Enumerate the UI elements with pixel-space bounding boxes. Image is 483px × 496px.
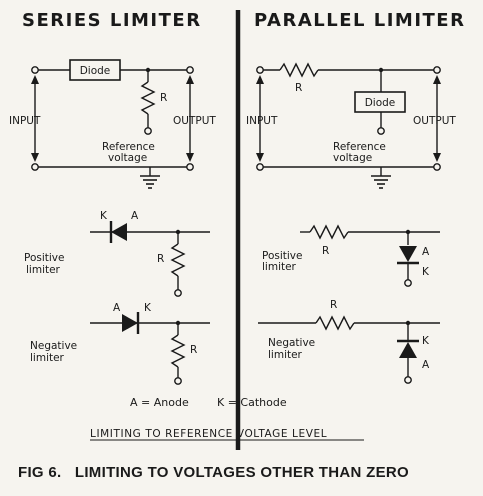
legend-cathode: K = Cathode	[217, 396, 287, 409]
series-input-top-terminal	[31, 66, 39, 74]
parallel-ground-icon	[371, 167, 391, 189]
parallel-input-top-terminal	[256, 66, 264, 74]
series-positive-k-label: K	[100, 210, 108, 222]
series-limiter-title: SERIES LIMITER	[22, 10, 202, 31]
parallel-negative-diode-icon	[399, 342, 417, 358]
series-ground-icon	[140, 167, 160, 189]
series-ref-label-line2: voltage	[108, 152, 147, 164]
series-positive-label-line2: limiter	[26, 264, 61, 276]
series-positive-label-line1: Positive	[24, 252, 64, 264]
parallel-ref-label-line1: Reference	[333, 141, 386, 153]
series-diode-label: Diode	[80, 65, 111, 77]
parallel-negative-r-label: R	[330, 299, 337, 311]
parallel-positive-limiter: R A K Positive limiter	[262, 224, 440, 287]
parallel-resistor	[279, 62, 319, 78]
legend-anode: A = Anode	[130, 396, 189, 409]
series-resistor-label: R	[160, 92, 167, 104]
series-resistor	[140, 81, 156, 115]
parallel-negative-k-label: K	[422, 335, 430, 347]
parallel-input-label: INPUT	[246, 115, 278, 127]
parallel-output-top-terminal	[433, 66, 441, 74]
series-negative-a-label: A	[113, 302, 121, 314]
series-main-circuit: Diode R INPUT OUTPUT Reference voltage	[9, 59, 216, 189]
parallel-input-bottom-terminal	[256, 163, 264, 171]
series-positive-resistor	[170, 243, 186, 277]
parallel-positive-a-label: A	[422, 246, 430, 258]
parallel-positive-diode-icon	[399, 246, 417, 262]
series-input-label: INPUT	[9, 115, 41, 127]
parallel-negative-label-line2: limiter	[268, 349, 303, 361]
series-ref-label-line1: Reference	[102, 141, 155, 153]
series-positive-a-label: A	[131, 210, 139, 222]
series-negative-label-line2: limiter	[30, 352, 65, 364]
parallel-ref-label-line2: voltage	[333, 152, 372, 164]
parallel-positive-label-line2: limiter	[262, 261, 297, 273]
parallel-diode-label: Diode	[365, 97, 396, 109]
series-negative-resistor	[170, 334, 186, 368]
series-negative-label-line1: Negative	[30, 340, 77, 352]
parallel-output-bottom-terminal	[433, 163, 441, 171]
reference-caption: LIMITING TO REFERENCE VOLTAGE LEVEL	[90, 428, 327, 440]
parallel-negative-limiter: R K A Negative limiter	[258, 299, 440, 384]
parallel-negative-a-label: A	[422, 359, 430, 371]
figure-title: FIG 6. LIMITING TO VOLTAGES OTHER THAN Z…	[18, 464, 409, 481]
series-negative-limiter: A K R Negative limiter	[30, 302, 210, 385]
series-output-bottom-terminal	[186, 163, 194, 171]
parallel-positive-k-label: K	[422, 266, 430, 278]
series-ref-terminal	[144, 127, 152, 135]
series-positive-diode-icon	[111, 223, 127, 241]
parallel-limiter-title: PARALLEL LIMITER	[254, 10, 465, 31]
parallel-output-label: OUTPUT	[413, 115, 456, 127]
series-positive-limiter: K A R Positive limiter	[24, 210, 210, 297]
parallel-ref-terminal	[377, 127, 385, 135]
parallel-diode-box	[354, 91, 406, 113]
parallel-negative-label-line1: Negative	[268, 337, 315, 349]
series-output-label: OUTPUT	[173, 115, 216, 127]
parallel-positive-resistor	[309, 224, 349, 240]
series-input-bottom-terminal	[31, 163, 39, 171]
parallel-positive-label-line1: Positive	[262, 250, 302, 262]
series-negative-diode-icon	[122, 314, 138, 332]
series-diode-box	[69, 59, 121, 81]
parallel-resistor-label: R	[295, 82, 302, 94]
series-positive-r-label: R	[157, 253, 164, 265]
series-negative-r-label: R	[190, 344, 197, 356]
parallel-positive-r-label: R	[322, 245, 329, 257]
parallel-negative-resistor	[315, 315, 355, 331]
parallel-main-circuit: R Diode INPUT OUTPUT Reference voltage	[246, 62, 456, 189]
series-negative-k-label: K	[144, 302, 152, 314]
series-output-top-terminal	[186, 66, 194, 74]
